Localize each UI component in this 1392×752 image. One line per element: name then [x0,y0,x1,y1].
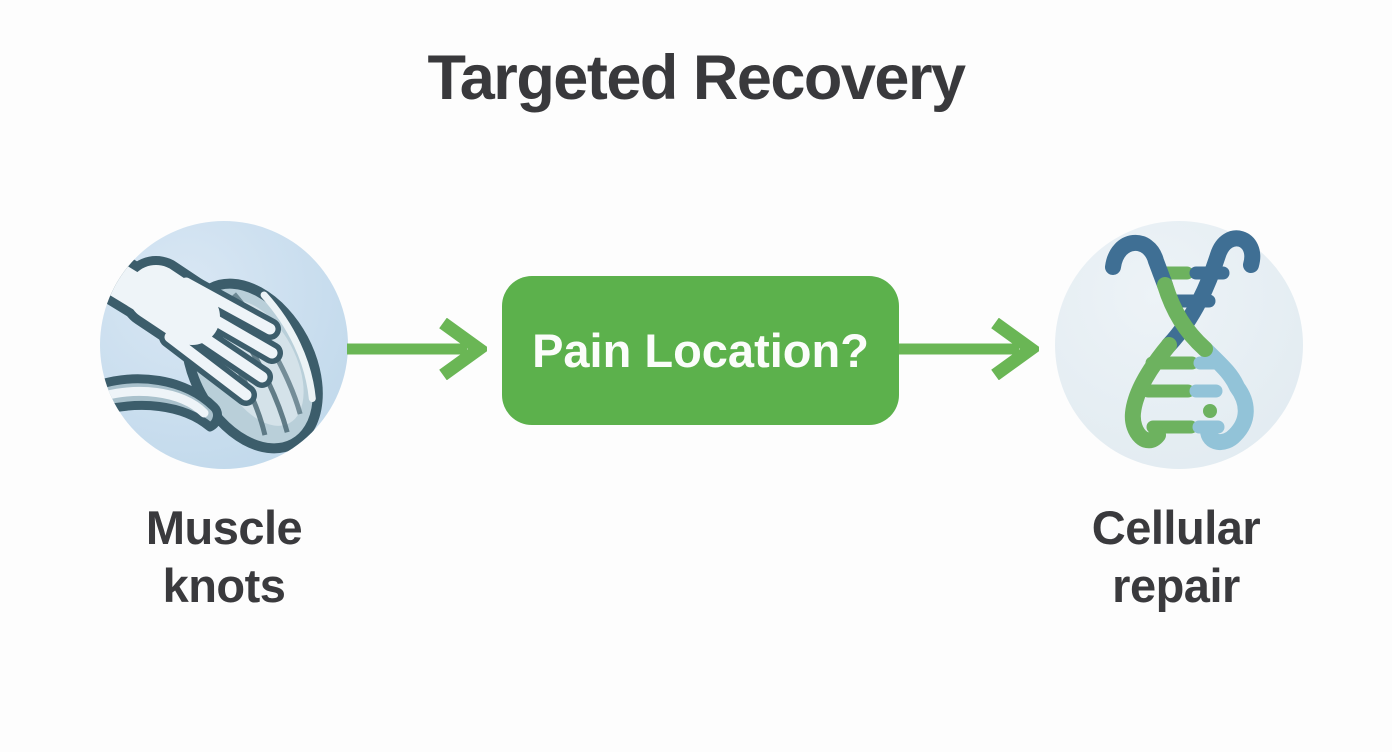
pain-location-label: Pain Location? [532,324,869,377]
pain-location-box: Pain Location? [502,276,899,425]
massage-hand-icon [100,221,348,469]
page-title: Targeted Recovery [427,43,966,113]
arrow-right-icon [347,318,487,380]
cellular-repair-node [1055,221,1303,469]
arrow-right-icon [899,318,1039,380]
dna-icon [1055,221,1303,469]
cellular-repair-label: Cellular repair [1091,501,1261,612]
muscle-knots-label: Muscle knots [145,501,303,612]
muscle-knots-node [100,221,348,469]
